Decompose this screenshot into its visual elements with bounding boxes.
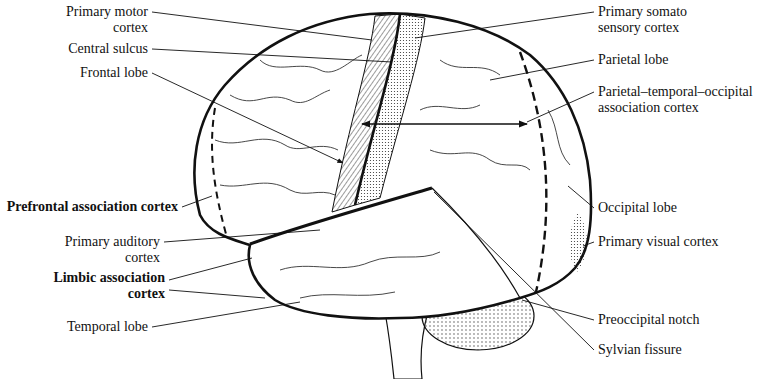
region-label-box: Limbic association cortex [22, 270, 165, 302]
region-label: Frontal lobe [80, 65, 148, 80]
region-label-box: Occipital lobe [598, 200, 758, 216]
region-label-box: Primary visual cortex [598, 234, 766, 250]
region-label: Temporal lobe [67, 319, 148, 334]
region-label: Parietal lobe [598, 52, 668, 67]
region-label-box: Parietal lobe [598, 52, 758, 68]
region-label: Primary visual cortex [598, 234, 719, 249]
region-label: Sylvian fissure [598, 342, 682, 357]
region-label: Parietal–temporal–occipital association … [598, 84, 753, 115]
region-label-box: Parietal–temporal–occipital association … [598, 84, 758, 116]
region-label: Prefrontal association cortex [7, 199, 178, 214]
region-label-box: Primary somato sensory cortex [598, 4, 710, 36]
region-label-box: Central sulcus [20, 41, 148, 57]
region-label-box: Temporal lobe [20, 319, 148, 335]
region-label: Primary somato sensory cortex [598, 4, 687, 35]
region-label: Limbic association cortex [53, 270, 165, 301]
region-label-box: Sylvian fissure [598, 342, 766, 358]
region-label: Occipital lobe [598, 200, 677, 215]
region-label: Central sulcus [68, 41, 148, 56]
region-label: Primary auditory cortex [65, 234, 160, 265]
region-label: Primary motor cortex [66, 4, 148, 35]
region-label-box: Primary auditory cortex [40, 234, 160, 266]
region-label-box: Primary motor cortex [52, 4, 148, 36]
region-label-box: Prefrontal association cortex [6, 199, 178, 215]
region-label-box: Preoccipital notch [598, 312, 766, 328]
region-label-box: Frontal lobe [20, 65, 148, 81]
region-label: Preoccipital notch [598, 312, 699, 327]
